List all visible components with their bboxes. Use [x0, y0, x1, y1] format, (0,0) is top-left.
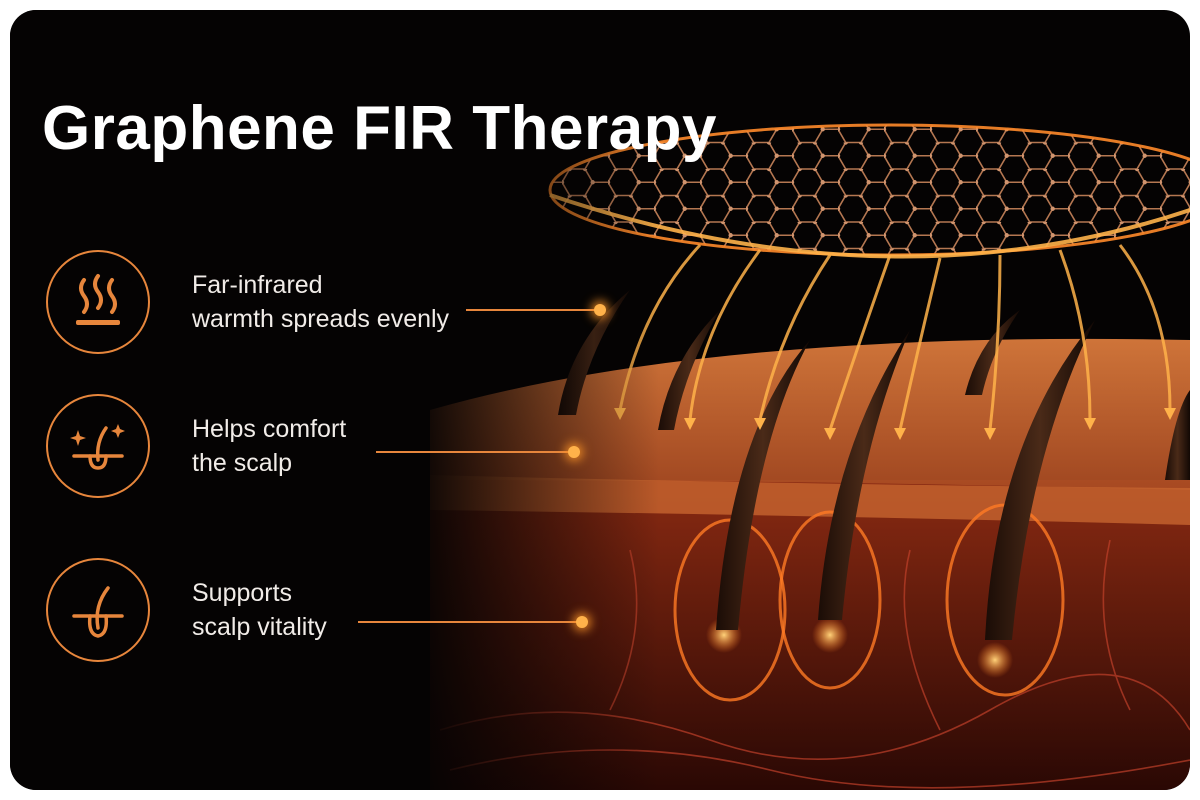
scalp-illustration — [10, 10, 1190, 790]
feature-line-1: Supports — [192, 579, 293, 607]
leader-dot-comfort — [568, 446, 580, 458]
feature-line-2: warmth spreads evenly — [192, 305, 450, 333]
heat-waves-icon — [46, 250, 150, 354]
hair-sparkle-icon — [46, 394, 150, 498]
feature-item-vitality: Supports scalp vitality — [46, 558, 486, 670]
feature-line-1: Helps comfort — [192, 415, 347, 443]
feature-text: Far-infrared warmth spreads evenly — [192, 268, 449, 336]
feature-item-comfort: Helps comfort the scalp — [46, 394, 486, 506]
leader-dot-warmth — [594, 304, 606, 316]
feature-line-2: the scalp — [192, 449, 293, 477]
leader-line-warmth — [466, 309, 598, 311]
page-title: Graphene FIR Therapy — [42, 94, 717, 163]
hair-follicle-icon — [46, 558, 150, 662]
feature-text: Supports scalp vitality — [192, 576, 327, 644]
therapy-card: Graphene FIR Therapy Far-infrared warmth… — [10, 10, 1190, 790]
feature-text: Helps comfort the scalp — [192, 412, 346, 480]
feature-line-2: scalp vitality — [192, 613, 327, 641]
leader-line-comfort — [376, 451, 572, 453]
leader-line-vitality — [358, 621, 580, 623]
feature-item-warmth: Far-infrared warmth spreads evenly — [46, 250, 486, 362]
feature-line-1: Far-infrared — [192, 271, 323, 299]
leader-dot-vitality — [576, 616, 588, 628]
